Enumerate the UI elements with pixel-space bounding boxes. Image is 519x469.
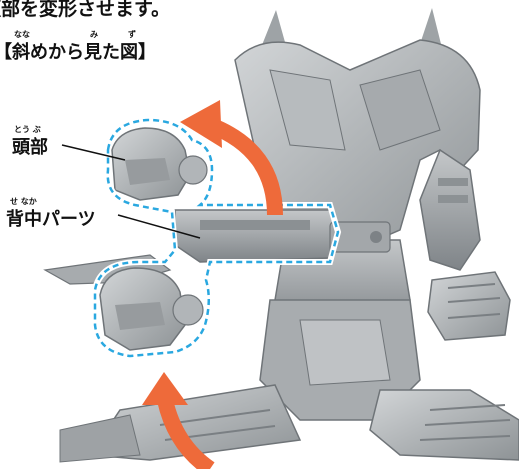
robot-body — [59, 8, 519, 463]
head-label: 頭部 — [12, 137, 48, 158]
head-furigana: とう ぶ — [14, 125, 41, 134]
head-lower — [99, 267, 204, 351]
head-leader-line — [61, 144, 126, 161]
heading-furigana-zu: ず — [128, 30, 136, 39]
back-parts-furigana: せ なか — [10, 197, 37, 206]
rotate-up-arrow-icon — [142, 372, 215, 469]
heading-furigana-mi: み — [90, 30, 98, 39]
instruction-text: 頭部を変形させます。 — [0, 0, 171, 20]
back-leader-line — [117, 214, 201, 239]
head-upper — [111, 127, 208, 201]
view-caption: 【斜めから見た図】 — [0, 42, 156, 63]
back-parts-label: 背中パーツ — [6, 209, 96, 230]
heading-furigana-nana: なな — [14, 30, 30, 39]
rotate-up-arrow-icon — [180, 100, 283, 216]
